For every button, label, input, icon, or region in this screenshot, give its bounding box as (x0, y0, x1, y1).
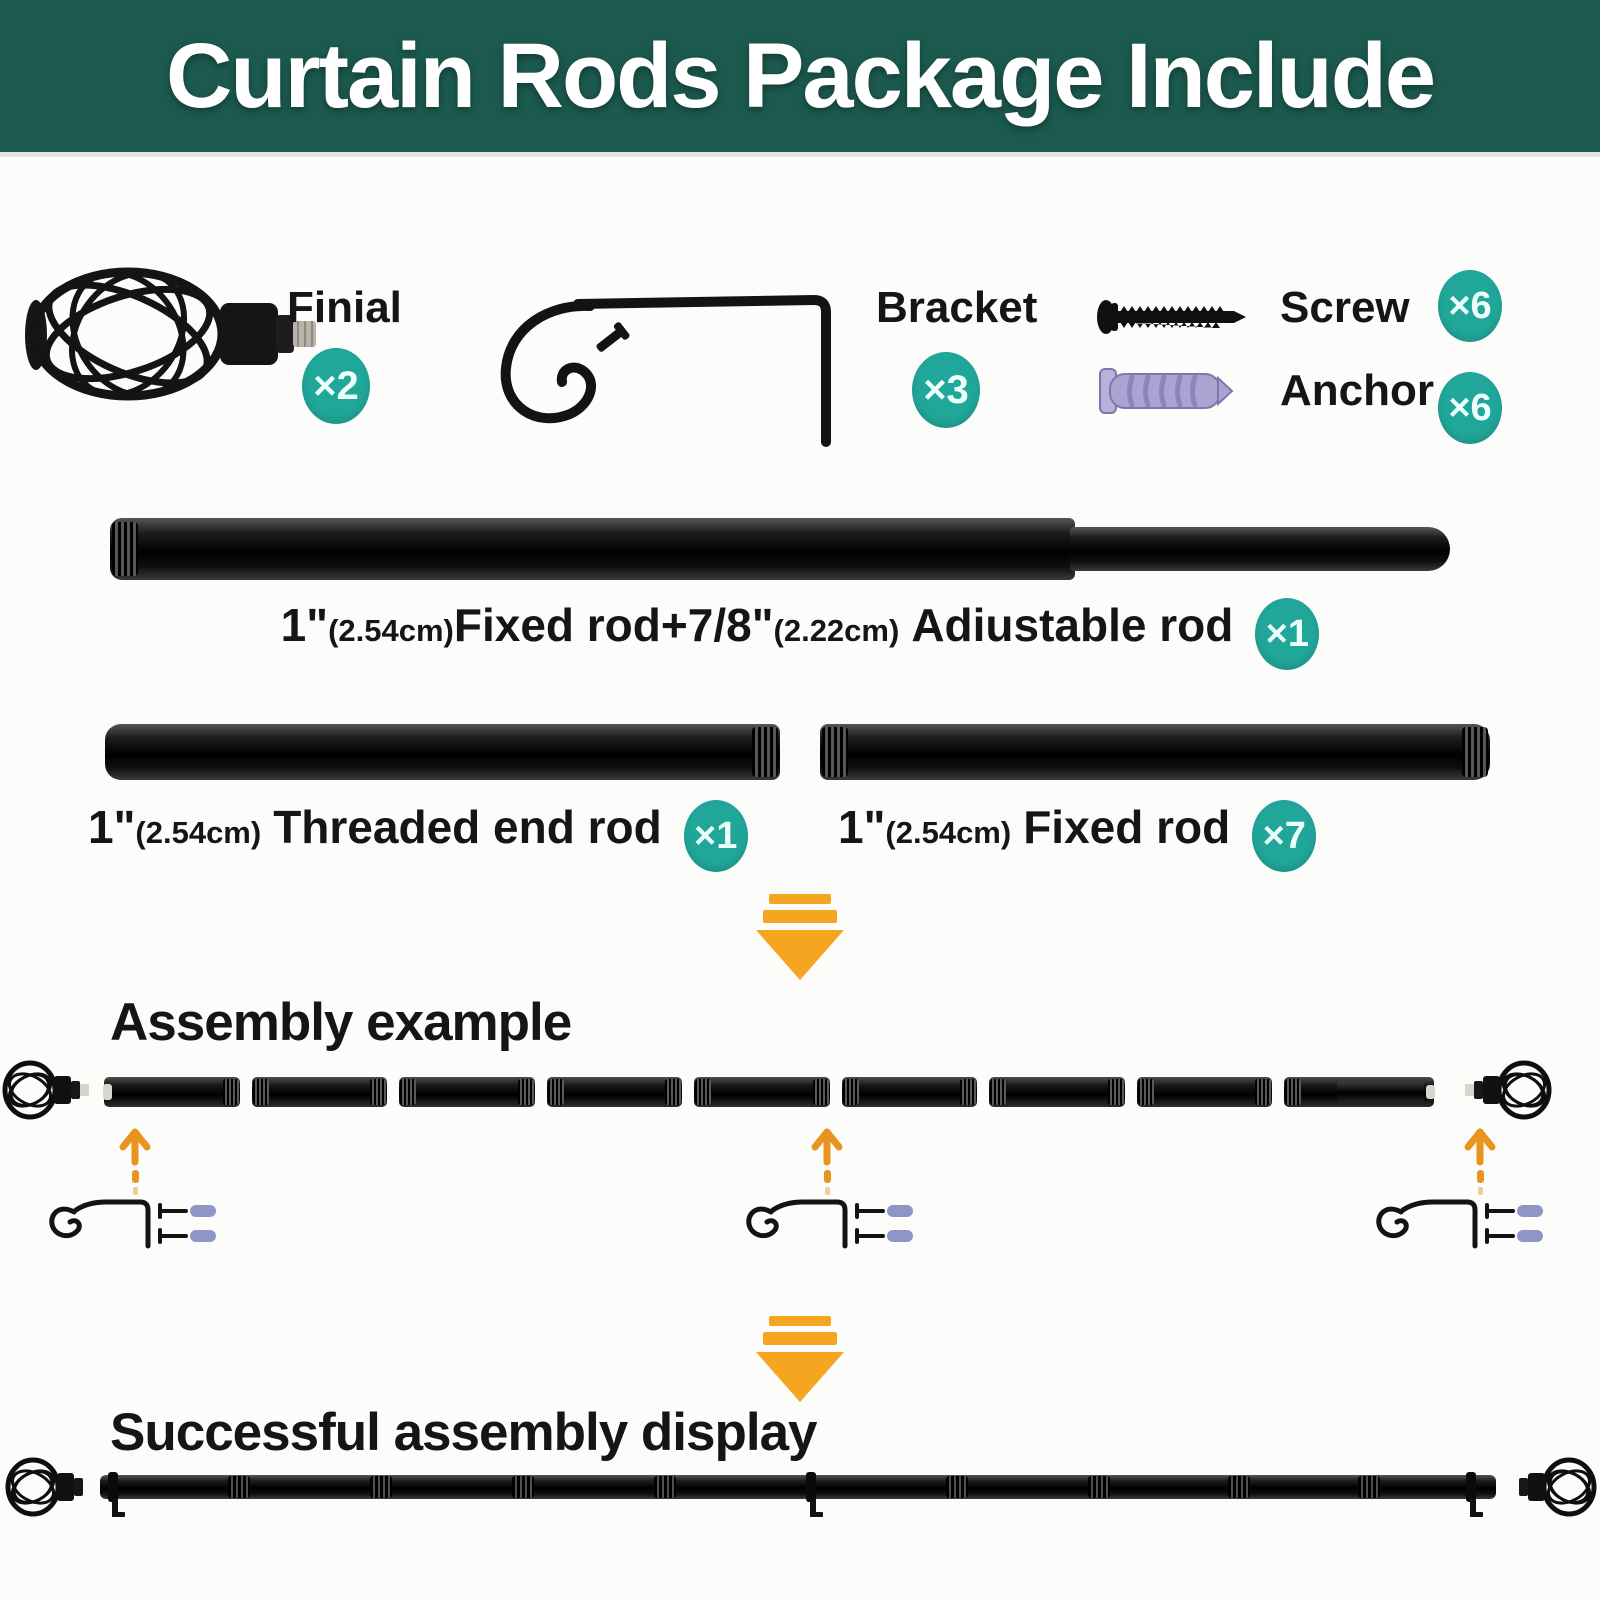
rod-segment-adjustable (1284, 1077, 1435, 1107)
finial-icon (5, 1457, 83, 1517)
rod-segment (546, 1077, 682, 1107)
rod-text: Adiustable rod (911, 599, 1234, 651)
rod-segment (103, 1077, 240, 1107)
bracket-screw-anchor-set (746, 1199, 913, 1249)
rod-threads (752, 727, 778, 777)
rod-text: Fixed rod+7/8" (453, 599, 774, 651)
fixed-rod-image (820, 724, 1490, 780)
screw-icon (1097, 300, 1246, 334)
assembled-rod-image (100, 1472, 1496, 1502)
rod-text: Fixed rod (1023, 801, 1231, 853)
fixed-rod-label: 1" (2.54cm) Fixed rod ×7 (838, 800, 1317, 872)
header-banner: Curtain Rods Package Include (0, 0, 1600, 157)
rod-joint (512, 1476, 534, 1498)
bracket-screw-anchor-set (49, 1199, 216, 1249)
bracket-count-badge: ×3 (912, 352, 980, 428)
assembly-rod (103, 1077, 1435, 1107)
rod-joint (1228, 1476, 1250, 1498)
arrow-head (756, 930, 844, 980)
finial-icon (2, 1060, 89, 1120)
screw-count-badge: ×6 (1438, 270, 1502, 342)
bracket-ring (806, 1472, 816, 1502)
page-title: Curtain Rods Package Include (165, 24, 1436, 127)
arrow-head (756, 1352, 844, 1402)
bracket-tab (810, 1499, 823, 1517)
bracket-label: Bracket (876, 283, 1038, 332)
anchor-count-badge: ×6 (1438, 372, 1502, 444)
rod-segment (989, 1077, 1125, 1107)
rod-threads (1462, 727, 1488, 777)
up-arrow-icon (1464, 1128, 1496, 1195)
finial-icon (1519, 1457, 1597, 1517)
rod-size-cm: (2.54cm) (328, 613, 454, 648)
up-arrow-icon (811, 1128, 843, 1195)
adjustable-rod-label: 1" (2.54cm) Fixed rod+7/8" (2.22cm) Adiu… (0, 598, 1600, 670)
threaded-end-rod-image (105, 724, 780, 780)
bracket-tab (112, 1499, 125, 1517)
rod-size-cm: (2.54cm) (885, 815, 1012, 850)
rod-joint (370, 1476, 392, 1498)
rod-segment (841, 1077, 977, 1107)
adjustable-rod-image-thin (1070, 527, 1450, 571)
assembly-section-title: Assembly example (110, 993, 572, 1052)
bracket-tab (1470, 1499, 1483, 1517)
up-arrow-icon (119, 1128, 151, 1195)
bracket-ring (108, 1472, 118, 1502)
rod-segment (1136, 1077, 1272, 1107)
bracket-icon (500, 294, 831, 447)
finial-icon (1465, 1060, 1552, 1120)
bracket-ring (1466, 1472, 1476, 1502)
threaded-rod-label: 1" (2.54cm) Threaded end rod ×1 (88, 800, 748, 872)
rod-size-cm: (2.22cm) (773, 613, 900, 648)
rod-joint (1358, 1476, 1380, 1498)
rod-threads (112, 521, 138, 577)
rod-segment (251, 1077, 387, 1107)
down-arrow-icon (752, 1316, 848, 1402)
adjustable-rod-count-badge: ×1 (1255, 598, 1320, 670)
arrow-bar (763, 910, 837, 923)
rod-thin-tail (1337, 1081, 1424, 1103)
rod-size: 1" (838, 801, 886, 853)
screw-label: Screw (1280, 283, 1410, 332)
anchor-label: Anchor (1280, 366, 1434, 415)
rod-size: 1" (280, 599, 329, 651)
down-arrow-icon (752, 894, 848, 980)
threaded-rod-count-badge: ×1 (683, 800, 748, 872)
arrow-bar (769, 894, 831, 904)
success-section-title: Successful assembly display (110, 1403, 818, 1462)
rod-joint (228, 1476, 250, 1498)
arrow-bar (763, 1332, 837, 1345)
anchor-icon (1099, 368, 1234, 414)
bracket-screw-anchor-set (1376, 1199, 1543, 1249)
rod-size: 1" (88, 801, 136, 853)
finial-label: Finial (287, 283, 402, 332)
arrow-bar (769, 1316, 831, 1326)
finial-icon (25, 267, 316, 401)
rod-text: Threaded end rod (273, 801, 662, 853)
rod-joint (654, 1476, 676, 1498)
fixed-rod-count-badge: ×7 (1252, 800, 1317, 872)
rod-segment (694, 1077, 830, 1107)
rod-segment (399, 1077, 535, 1107)
rod-threads (822, 727, 848, 777)
adjustable-rod-image-thick (110, 518, 1075, 580)
rod-joint (1088, 1476, 1110, 1498)
rod-size-cm: (2.54cm) (135, 815, 262, 850)
rod-joint (946, 1476, 968, 1498)
finial-count-badge: ×2 (302, 348, 370, 424)
